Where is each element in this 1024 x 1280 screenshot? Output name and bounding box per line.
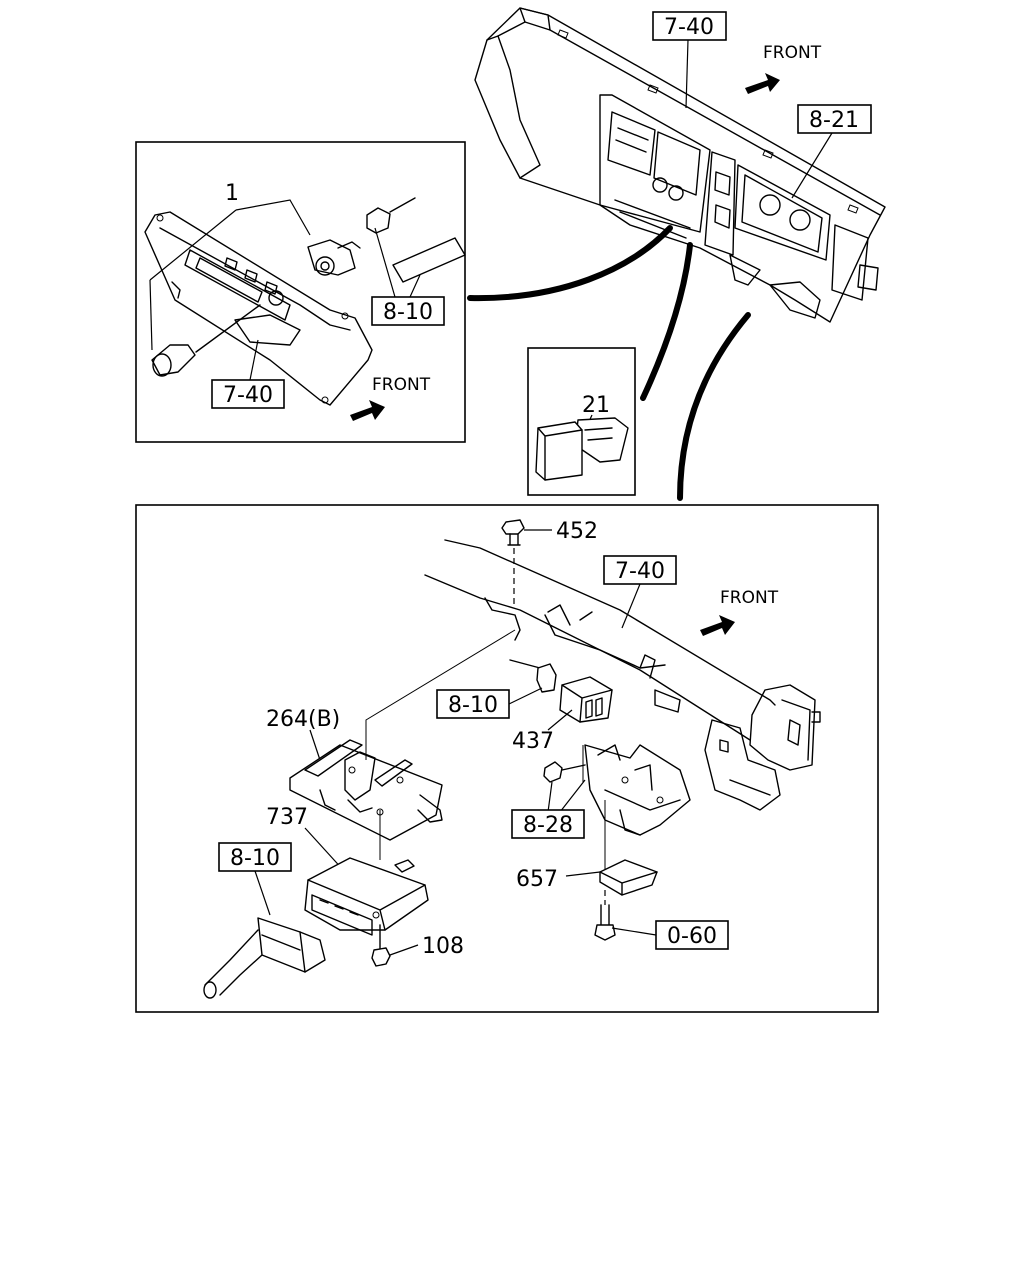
ref-7-40-top-text: 7-40 xyxy=(664,15,714,40)
link-curve-switch xyxy=(640,242,693,401)
control-module-737 xyxy=(304,857,429,936)
ref-8-10-bottom-mid-text: 8-10 xyxy=(448,693,498,718)
ref-0-60-bottom-text: 0-60 xyxy=(667,924,717,949)
dashboard-assembly xyxy=(474,7,886,323)
ref-7-40-inset[interactable]: 7-40 xyxy=(211,379,285,409)
ref-8-21-top-text: 8-21 xyxy=(809,108,859,133)
ref-7-40-bottom[interactable]: 7-40 xyxy=(603,555,677,585)
bottom-panel-frame xyxy=(135,504,879,1013)
front-label-inset: FRONT xyxy=(372,375,431,395)
ref-8-10-bottom-mid[interactable]: 8-10 xyxy=(436,689,510,719)
label-part-452: 452 xyxy=(556,519,598,544)
cross-member-beam xyxy=(424,539,821,811)
ref-8-10-bottom-left[interactable]: 8-10 xyxy=(218,842,292,872)
label-part-737: 737 xyxy=(266,805,308,830)
relay-437 xyxy=(559,676,613,723)
bolt-8-28 xyxy=(543,761,586,783)
ref-7-40-bottom-text: 7-40 xyxy=(615,559,665,584)
front-arrow-inset xyxy=(350,400,385,421)
front-arrow-top xyxy=(745,73,780,94)
link-curve-inset xyxy=(467,225,673,302)
ref-8-28-bottom-text: 8-28 xyxy=(523,813,573,838)
ref-0-60-bottom[interactable]: 0-60 xyxy=(655,920,729,950)
ref-8-10-bottom-left-text: 8-10 xyxy=(230,846,280,871)
inset-panel-assembly xyxy=(144,197,466,406)
ref-8-10-inset-text: 8-10 xyxy=(383,300,433,325)
link-curve-bottom xyxy=(677,312,751,501)
inset-panel-frame xyxy=(135,141,466,443)
ref-8-10-inset[interactable]: 8-10 xyxy=(371,296,445,326)
screw-108 xyxy=(371,924,391,967)
label-part-657: 657 xyxy=(516,867,558,892)
ref-8-21-top[interactable]: 8-21 xyxy=(797,104,872,134)
label-part-108: 108 xyxy=(422,934,464,959)
bracket-264b xyxy=(289,739,443,841)
part-657 xyxy=(599,859,658,896)
bolt-452 xyxy=(501,519,525,546)
screw-0-60 xyxy=(594,904,616,941)
label-part-21: 21 xyxy=(582,393,610,418)
label-part-437: 437 xyxy=(512,729,554,754)
connector-mid xyxy=(509,659,557,693)
ref-7-40-top[interactable]: 7-40 xyxy=(652,11,727,41)
label-part-264b: 264(B) xyxy=(266,707,340,732)
ref-8-28-bottom[interactable]: 8-28 xyxy=(511,809,585,839)
switch-inset-frame xyxy=(527,347,636,496)
front-label-top: FRONT xyxy=(763,43,822,63)
bracket-right xyxy=(584,744,691,836)
harness-connector xyxy=(203,917,326,999)
front-arrow-bottom xyxy=(700,615,735,636)
front-label-bottom: FRONT xyxy=(720,588,779,608)
switch-part-21 xyxy=(535,417,629,481)
ref-7-40-inset-text: 7-40 xyxy=(223,383,273,408)
label-part-1: 1 xyxy=(225,181,239,206)
